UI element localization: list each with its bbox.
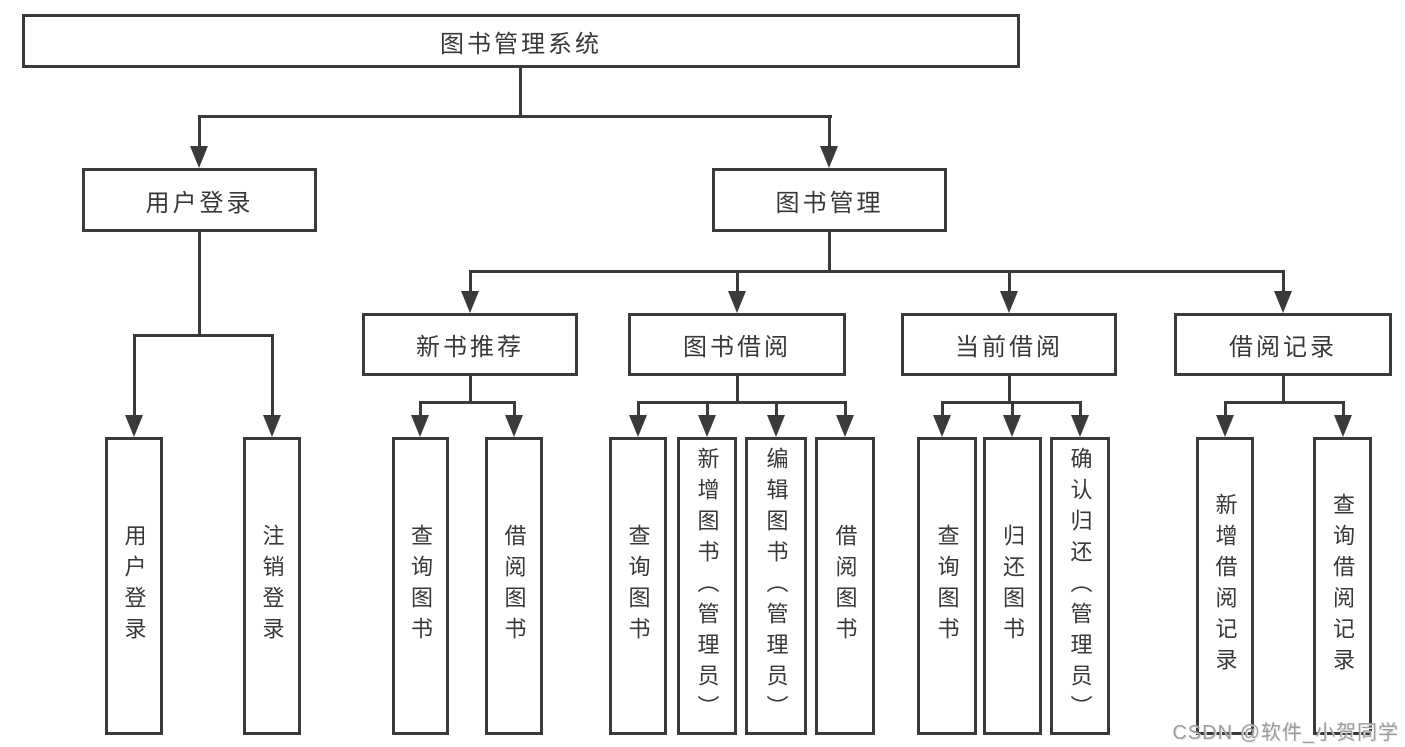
line-segment — [198, 115, 832, 118]
line-segment — [1079, 401, 1082, 420]
node-label: 确认归还（管理员） — [1067, 446, 1093, 726]
node-label: 新增借阅记录 — [1212, 493, 1238, 679]
arrowhead-down-icon — [1003, 415, 1021, 437]
leaf-current-query-books: 查询图书 — [917, 437, 977, 735]
node-label: 当前借阅 — [955, 334, 1063, 361]
line-segment — [1224, 401, 1345, 404]
node-label: 注销登录 — [259, 524, 285, 648]
node-label: 编辑图书（管理员） — [763, 446, 789, 726]
line-segment — [469, 376, 472, 404]
arrowhead-down-icon — [263, 415, 281, 437]
node-user-login: 用户登录 — [82, 168, 317, 232]
line-segment — [198, 115, 201, 151]
line-segment — [736, 376, 739, 404]
leaf-logout: 注销登录 — [243, 437, 301, 735]
leaf-current-return-books: 归还图书 — [983, 437, 1042, 735]
leaf-rec-query-books: 查询图书 — [392, 437, 449, 735]
node-book-management: 图书管理 — [712, 168, 947, 232]
line-segment — [706, 401, 709, 420]
line-segment — [1342, 401, 1345, 420]
node-label: 借阅图书 — [501, 524, 527, 648]
line-segment — [1282, 270, 1285, 296]
arrowhead-down-icon — [767, 415, 785, 437]
node-label: 借阅记录 — [1229, 334, 1337, 361]
line-segment — [844, 401, 847, 420]
line-segment — [828, 115, 831, 151]
node-label: 用户登录 — [145, 189, 254, 217]
node-library-management-system: 图书管理系统 — [22, 14, 1020, 68]
node-label: 查询图书 — [408, 524, 434, 648]
arrowhead-down-icon — [411, 415, 429, 437]
line-segment — [133, 334, 136, 420]
arrowhead-down-icon — [505, 415, 523, 437]
arrowhead-down-icon — [190, 146, 208, 168]
line-segment — [469, 270, 472, 296]
csdn-watermark: CSDN @软件_小贺同学 — [1172, 722, 1399, 744]
line-segment — [513, 401, 516, 420]
node-label: 图书管理系统 — [440, 30, 602, 58]
leaf-borrow-edit-books-admin: 编辑图书（管理员） — [745, 437, 807, 735]
leaf-user-login: 用户登录 — [105, 437, 163, 735]
line-segment — [637, 401, 847, 404]
line-segment — [637, 401, 640, 420]
arrowhead-down-icon — [629, 415, 647, 437]
line-segment — [519, 66, 522, 118]
arrowhead-down-icon — [461, 291, 479, 313]
leaf-query-borrow-record: 查询借阅记录 — [1313, 437, 1372, 735]
line-segment — [941, 401, 944, 420]
arrowhead-down-icon — [125, 415, 143, 437]
line-segment — [1008, 376, 1011, 404]
line-segment — [775, 401, 778, 420]
node-label: 用户登录 — [121, 524, 147, 648]
arrowhead-down-icon — [836, 415, 854, 437]
line-segment — [271, 334, 274, 420]
node-label: 借阅图书 — [832, 524, 858, 648]
node-new-book-recommendation: 新书推荐 — [362, 313, 578, 376]
node-label: 查询借阅记录 — [1330, 493, 1356, 679]
line-segment — [1011, 401, 1014, 420]
arrowhead-down-icon — [698, 415, 716, 437]
arrowhead-down-icon — [728, 291, 746, 313]
leaf-add-borrow-record: 新增借阅记录 — [1196, 437, 1254, 735]
arrowhead-down-icon — [933, 415, 951, 437]
line-segment — [469, 270, 1285, 273]
node-label: 归还图书 — [1000, 524, 1026, 648]
line-segment — [198, 232, 201, 337]
node-label: 图书借阅 — [683, 334, 791, 361]
line-segment — [736, 270, 739, 296]
node-label: 新增图书（管理员） — [694, 446, 720, 726]
line-segment — [1224, 401, 1227, 420]
leaf-current-confirm-return-admin: 确认归还（管理员） — [1050, 437, 1110, 735]
line-segment — [1282, 376, 1285, 404]
line-segment — [133, 334, 274, 337]
arrowhead-down-icon — [820, 146, 838, 168]
leaf-borrow-query-books: 查询图书 — [609, 437, 667, 735]
line-segment — [1008, 270, 1011, 296]
node-book-borrowing: 图书借阅 — [628, 313, 846, 376]
node-label: 查询图书 — [934, 524, 960, 648]
line-segment — [828, 232, 831, 273]
leaf-borrow-borrow-books: 借阅图书 — [815, 437, 875, 735]
line-segment — [419, 401, 516, 404]
arrowhead-down-icon — [1216, 415, 1234, 437]
node-label: 图书管理 — [775, 189, 884, 217]
leaf-rec-borrow-books: 借阅图书 — [485, 437, 543, 735]
arrowhead-down-icon — [1334, 415, 1352, 437]
node-current-borrowing: 当前借阅 — [901, 313, 1117, 376]
arrowhead-down-icon — [1071, 415, 1089, 437]
arrowhead-down-icon — [1274, 291, 1292, 313]
node-label: 查询图书 — [625, 524, 651, 648]
line-segment — [419, 401, 422, 420]
node-label: 新书推荐 — [416, 334, 524, 361]
arrowhead-down-icon — [1000, 291, 1018, 313]
node-borrowing-records: 借阅记录 — [1174, 313, 1392, 376]
leaf-borrow-add-books-admin: 新增图书（管理员） — [677, 437, 737, 735]
